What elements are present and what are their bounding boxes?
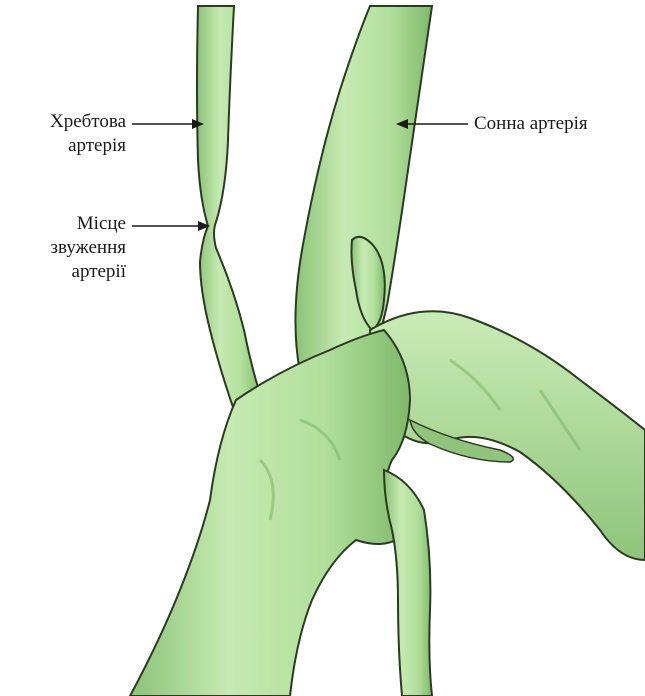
stenosis-site-label-line2: звуження (8, 236, 126, 260)
stenosis-site-label-line1: Місце (8, 212, 126, 236)
stenosis-site-label-line3: артерії (8, 260, 126, 284)
lower-branch-shape (384, 470, 432, 696)
carotid-artery-label: Сонна артерія (474, 112, 588, 136)
vertebral-artery-label-line2: артерія (8, 134, 126, 158)
vertebral-artery-label-line1: Хребтова (8, 110, 126, 134)
vertebral-artery-label: Хребтова артерія (8, 110, 126, 158)
arrow-carotid (396, 119, 468, 129)
main-trunk-shape (130, 330, 410, 696)
arrow-vertebral (132, 119, 204, 129)
arrow-stenosis (132, 221, 210, 231)
stenosis-site-label: Місце звуження артерії (8, 212, 126, 284)
vertebral-artery-shape (197, 6, 262, 416)
